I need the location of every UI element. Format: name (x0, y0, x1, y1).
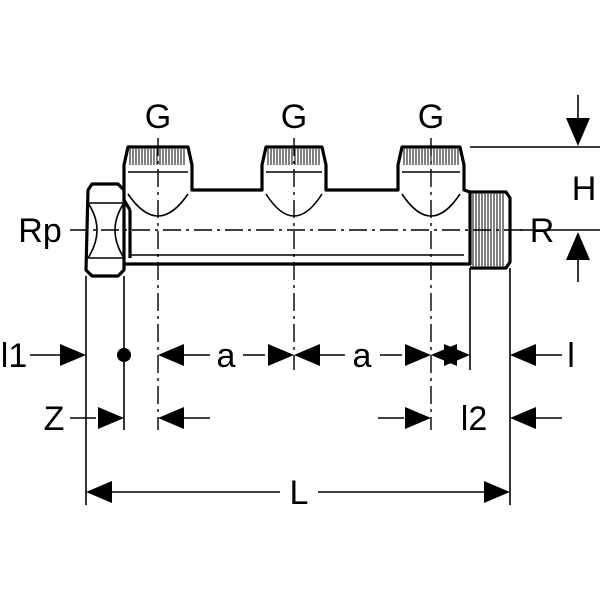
extension-lines (85, 95, 600, 505)
z-label: Z (44, 400, 65, 438)
length-label: L (290, 474, 309, 512)
l1-label: l1 (1, 337, 27, 375)
l2-label: l2 (461, 400, 487, 438)
outlet-3-thread-label: G (418, 98, 444, 136)
hex-nut-inlet (84, 182, 132, 278)
l-label: l (567, 337, 575, 375)
spacing-label-1: a (217, 337, 236, 375)
height-label: H (572, 170, 597, 208)
spacing-label-2: a (353, 337, 372, 375)
arrowheads (60, 118, 590, 503)
outlet-thread-label: R (530, 212, 555, 250)
dimension-row-1 (30, 348, 562, 362)
inlet-thread-label: Rp (18, 212, 61, 250)
outlet-2-thread-label: G (281, 98, 307, 136)
reference-point-dot (117, 348, 131, 362)
outlet-1-thread-label: G (145, 98, 171, 136)
manifold-body (122, 145, 472, 266)
body-outline (122, 145, 472, 266)
